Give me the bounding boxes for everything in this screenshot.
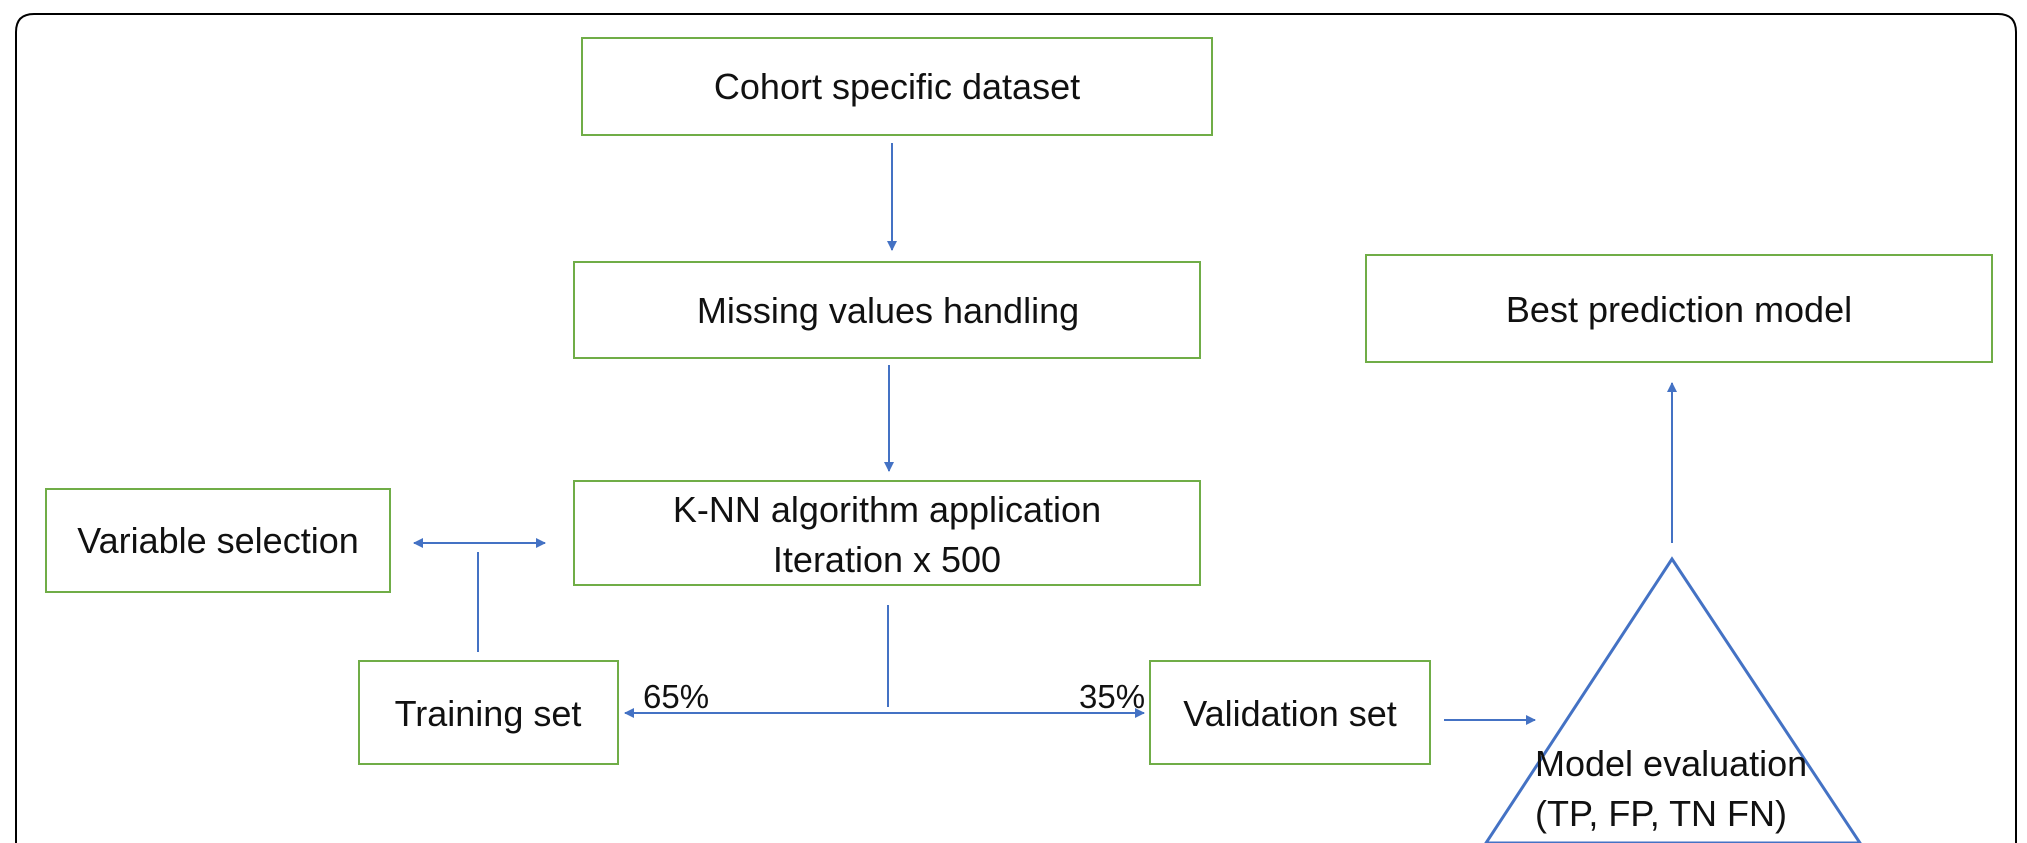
validation-set-box [1149, 660, 1431, 765]
validation-percentage-label: 35% [1079, 678, 1145, 715]
missing-values-box [573, 261, 1201, 359]
validation-set-label: Validation set [1183, 693, 1396, 734]
cohort-dataset-box [581, 37, 1213, 136]
missing-values-label: Missing values handling [697, 290, 1079, 331]
knn-algorithm-label: K-NN algorithm application [673, 489, 1101, 530]
model-evaluation-metrics-label: (TP, FP, TN FN) [1535, 793, 1787, 834]
model-evaluation-triangle [1484, 556, 1862, 843]
outer-frame [15, 13, 2017, 843]
training-percentage-label: 65% [643, 678, 709, 715]
cohort-dataset-label: Cohort specific dataset [714, 66, 1080, 107]
knn-algorithm-box [573, 480, 1201, 586]
knn-iteration-label: Iteration x 500 [773, 539, 1001, 580]
variable-selection-label: Variable selection [77, 520, 359, 561]
best-model-box [1365, 254, 1993, 363]
model-evaluation-label: Model evaluation [1535, 743, 1807, 784]
best-model-label: Best prediction model [1506, 289, 1852, 330]
variable-selection-box [45, 488, 391, 593]
training-set-label: Training set [395, 693, 582, 734]
training-set-box [358, 660, 619, 765]
